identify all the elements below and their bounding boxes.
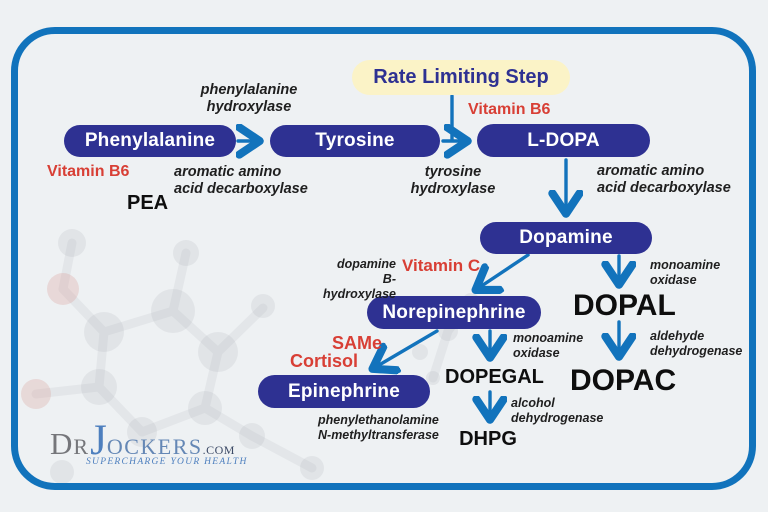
- arrow-norepinephrine-epinephrine: [374, 329, 439, 368]
- logo-tagline: SUPERCHARGE YOUR HEALTH: [86, 457, 248, 467]
- node-dopamine: Dopamine: [480, 222, 652, 254]
- node-epinephrine: Epinephrine: [258, 375, 430, 408]
- logo-letters-ockers: OCKERS: [106, 434, 203, 459]
- enzyme-tyrosine-hydroxylase: tyrosine hydroxylase: [410, 164, 496, 198]
- logo-wordmark: D R J OCKERS .COM: [50, 416, 240, 465]
- node-tyrosine: Tyrosine: [270, 125, 440, 157]
- arrow-dopamine-norepinephrine: [477, 253, 530, 289]
- rate-limiting-step-banner: Rate Limiting Step: [352, 60, 570, 95]
- metabolite-dopal: DOPAL: [573, 289, 676, 322]
- enzyme-dopamine-b-hydroxylase: dopamine B-hydroxylase: [323, 257, 396, 301]
- enzyme-aldehyde-dehydrogenase: aldehyde dehydrogenase: [650, 329, 743, 358]
- logo-letter-j: J: [90, 417, 107, 464]
- enzyme-aadc-left: aromatic amino acid decarboxylase: [174, 164, 308, 198]
- node-l-dopa: L-DOPA: [477, 124, 650, 157]
- diagram-border-frame: [11, 27, 756, 490]
- enzyme-phenylalanine-hydroxylase: phenylalanine hydroxylase: [200, 82, 298, 116]
- metabolite-dhpg: DHPG: [459, 428, 517, 450]
- metabolite-pea: PEA: [127, 192, 169, 214]
- enzyme-monoamine-oxidase-dopal: monoamine oxidase: [650, 258, 721, 287]
- metabolite-dopac: DOPAC: [570, 364, 677, 397]
- enzyme-alcohol-dehydrogenase: alcohol dehydrogenase: [511, 396, 604, 425]
- drjockers-logo: D R J OCKERS .COM SUPERCHARGE YOUR HEALT…: [50, 416, 248, 467]
- logo-letter-r: R: [73, 434, 90, 459]
- metabolite-dopegal: DOPEGAL: [445, 366, 544, 388]
- enzyme-monoamine-oxidase-dopegal: monoamine oxidase: [513, 331, 584, 360]
- cofactor-vitamin-b6-top: Vitamin B6: [468, 101, 551, 118]
- cofactor-same: SAMe: [332, 333, 383, 353]
- node-norepinephrine: Norepinephrine: [367, 296, 541, 329]
- cofactor-vitamin-c: Vitamin C: [402, 256, 481, 275]
- cofactor-vitamin-b6-left: Vitamin B6: [47, 163, 130, 180]
- logo-com-suffix: .COM: [202, 443, 235, 457]
- cofactor-cortisol: Cortisol: [290, 351, 359, 371]
- enzyme-pnmt: phenylethanolamine N-methyltransferase: [318, 413, 439, 442]
- logo-letter-d: D: [50, 426, 74, 461]
- enzyme-aadc-right: aromatic amino acid decarboxylase: [597, 163, 731, 197]
- node-phenylalanine: Phenylalanine: [64, 125, 236, 157]
